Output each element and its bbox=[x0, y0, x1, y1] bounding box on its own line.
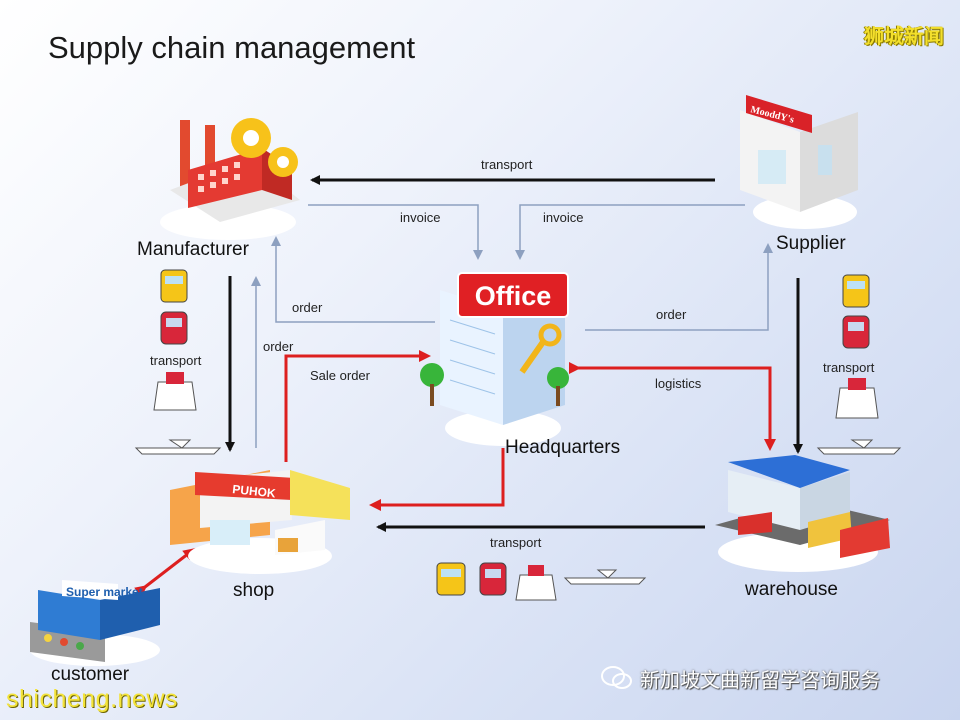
edge-label-transport-top: transport bbox=[481, 157, 533, 172]
arrow-sale-order bbox=[284, 350, 431, 462]
vehicles-left bbox=[134, 269, 222, 455]
shop-building-icon bbox=[170, 470, 350, 574]
edge-label-order-left-vertical: order bbox=[263, 339, 294, 354]
arrow-hq-to-shop bbox=[369, 448, 505, 511]
headquarters-building-icon bbox=[420, 272, 569, 446]
edge-label-order-right: order bbox=[656, 307, 687, 322]
node-label-supplier: Supplier bbox=[776, 233, 846, 254]
office-sign: Office bbox=[475, 281, 552, 311]
edge-label-invoice-right: invoice bbox=[543, 210, 584, 225]
vehicles-bottom bbox=[436, 562, 647, 601]
supermarket-sign: Super market bbox=[66, 585, 143, 599]
arrow-order-left-top bbox=[271, 236, 435, 323]
wechat-icon bbox=[601, 666, 632, 689]
arrow-invoice-right bbox=[515, 204, 745, 260]
edge-label-transport-bottom: transport bbox=[490, 535, 542, 550]
node-label-shop: shop bbox=[233, 580, 275, 601]
arrow-logistics bbox=[569, 362, 776, 451]
arrow-order-right bbox=[585, 243, 773, 331]
edge-label-sale-order: Sale order bbox=[310, 368, 370, 383]
vehicles-right bbox=[816, 274, 902, 455]
node-label-customer: customer bbox=[51, 664, 130, 685]
supermarket-icon bbox=[30, 580, 160, 666]
shop-sign: PUHOK bbox=[232, 482, 277, 500]
manufacturer-factory-icon bbox=[160, 118, 300, 240]
node-label-warehouse: warehouse bbox=[745, 579, 838, 600]
diagram-title: Supply chain management bbox=[48, 30, 416, 65]
watermark-bottom-left: shicheng.news bbox=[6, 685, 178, 713]
edge-label-logistics: logistics bbox=[655, 376, 702, 391]
edge-label-invoice-left: invoice bbox=[400, 210, 441, 225]
watermark-top-right: 狮城新闻 bbox=[864, 26, 944, 48]
node-label-manufacturer: Manufacturer bbox=[137, 239, 249, 260]
edge-label-transport-right: transport bbox=[823, 360, 875, 375]
wechat-account-label: 新加坡文曲新留学咨询服务 bbox=[640, 670, 880, 692]
node-label-headquarters: Headquarters bbox=[505, 437, 621, 458]
arrow-invoice-left bbox=[308, 204, 483, 260]
edge-label-order-left-top: order bbox=[292, 300, 323, 315]
edge-label-transport-left: transport bbox=[150, 353, 202, 368]
arrow-customer-shop bbox=[134, 548, 196, 598]
warehouse-building-icon bbox=[715, 455, 890, 572]
supplier-store-icon bbox=[740, 95, 858, 229]
